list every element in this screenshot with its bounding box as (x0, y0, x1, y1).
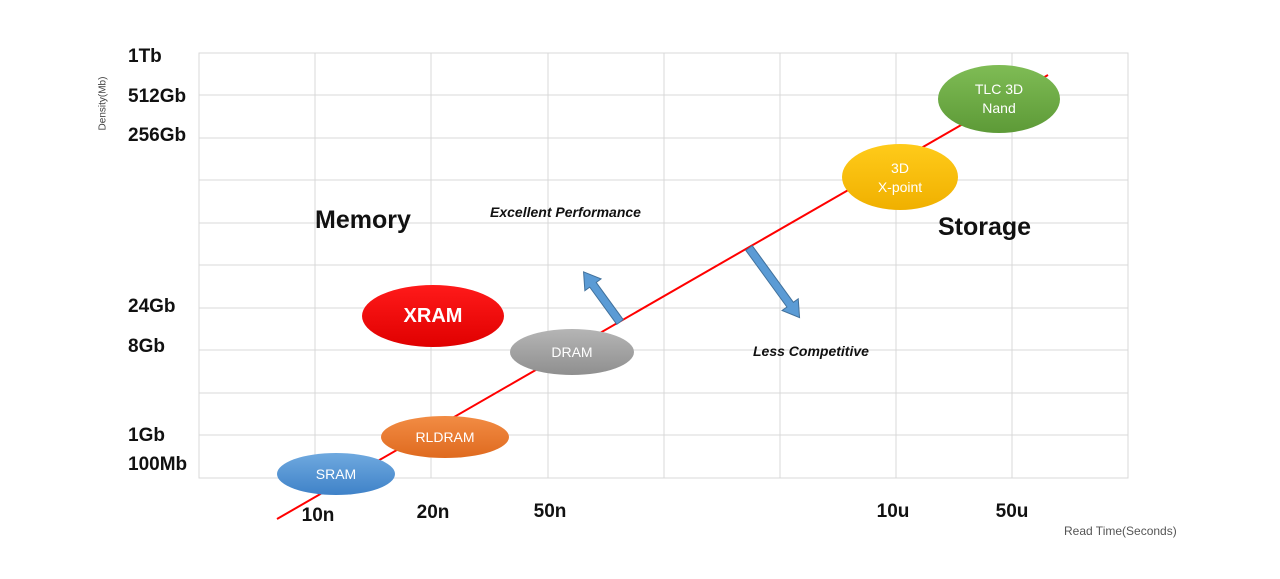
sram-oval (277, 453, 395, 495)
y-tick-1gb: 1Gb (128, 425, 165, 446)
xram-oval (362, 285, 504, 347)
x-axis-title: Read Time(Seconds) (1064, 524, 1177, 538)
y-tick-1tb: 1Tb (128, 46, 162, 67)
x-tick-10n: 10n (301, 505, 335, 526)
dram-label: DRAM (551, 344, 593, 360)
xpoint-oval (842, 144, 958, 210)
y-tick-24gb: 24Gb (128, 296, 176, 317)
y-tick-8gb: 8Gb (128, 336, 165, 357)
less-competitive-arrow (745, 244, 801, 319)
y-tick-512gb: 512Gb (128, 86, 187, 107)
less-competitive-note: Less Competitive (753, 343, 869, 359)
excellent-performance-arrow (583, 271, 624, 326)
nand-label: TLC 3D Nand (974, 81, 1024, 116)
y-tick-256gb: 256Gb (128, 125, 187, 146)
storage-region-label: Storage (938, 213, 1032, 241)
x-tick-10u: 10u (876, 501, 910, 522)
y-tick-100mb: 100Mb (128, 454, 188, 475)
x-tick-50n: 50n (533, 501, 567, 522)
rldram-label: RLDRAM (415, 429, 475, 445)
nand-oval (938, 65, 1060, 133)
y-axis-title: Density(Mb) (97, 76, 109, 131)
memory-region-label: Memory (315, 206, 411, 234)
dram-oval (510, 329, 634, 375)
xpoint-label: 3D X-point (877, 160, 923, 195)
x-tick-20n: 20n (416, 502, 450, 523)
excellent-performance-note: Excellent Performance (490, 204, 641, 220)
xram-label: XRAM (403, 305, 463, 327)
rldram-oval (381, 416, 509, 458)
x-tick-50u: 50u (995, 501, 1029, 522)
sram-label: SRAM (315, 466, 357, 482)
